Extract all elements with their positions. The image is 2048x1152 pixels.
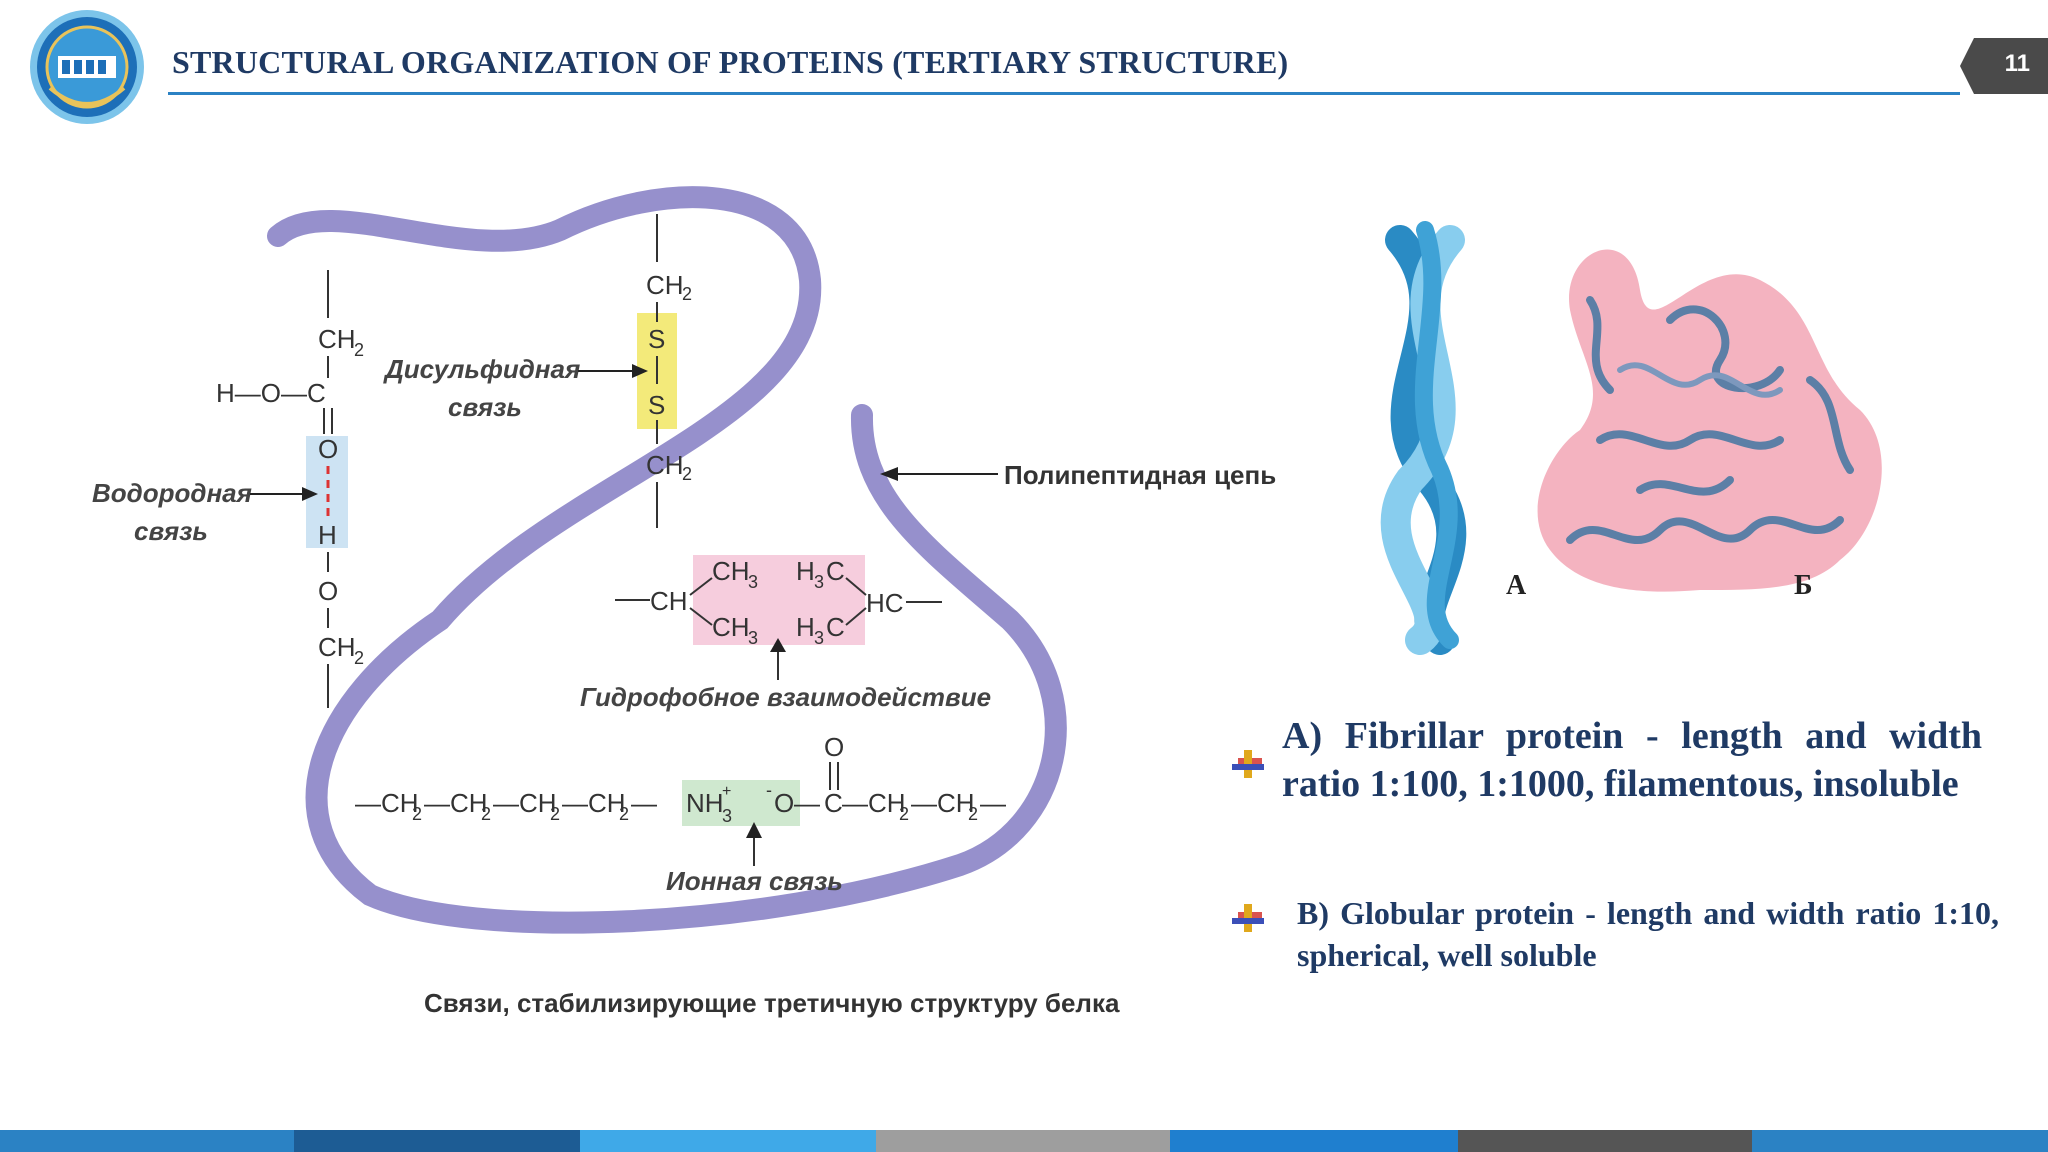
- protein-shapes-illustration: [1340, 210, 1920, 660]
- svg-text:H: H: [796, 556, 815, 586]
- globular-protein-image: [1537, 249, 1882, 592]
- disulfide-column: CH 2 S S CH 2: [646, 214, 692, 528]
- svg-text:—CH: —CH: [424, 788, 488, 818]
- svg-text:C: C: [824, 788, 843, 818]
- svg-text:H: H: [796, 612, 815, 642]
- svg-text:3: 3: [748, 628, 758, 648]
- svg-text:CH: CH: [646, 270, 684, 300]
- fibrillar-description: A) Fibrillar protein - length and width …: [1282, 715, 1982, 805]
- hydrophobic-highlight: [693, 555, 865, 645]
- svg-text:-: -: [766, 780, 772, 800]
- ionic-chain: —CH2 —CH2 —CH2 —CH2 — NH + 3 - O — C O —…: [355, 732, 1006, 866]
- bullet-icon: [1232, 904, 1264, 932]
- hydrogen-label-2: связь: [134, 516, 208, 546]
- ionic-label: Ионная связь: [666, 866, 843, 896]
- svg-text:2: 2: [619, 804, 629, 824]
- ionic-highlight: [682, 780, 800, 826]
- svg-text:S: S: [648, 390, 665, 420]
- svg-text:H: H: [318, 520, 337, 550]
- svg-text:—CH: —CH: [911, 788, 975, 818]
- polypeptide-chain: [267, 186, 1067, 934]
- svg-text:CH: CH: [650, 586, 688, 616]
- globular-description: B) Globular protein - length and width r…: [1297, 895, 1999, 973]
- title-underline: [168, 92, 1960, 95]
- svg-text:NH: NH: [686, 788, 724, 818]
- svg-text:O: O: [318, 576, 338, 606]
- svg-text:CH: CH: [712, 612, 750, 642]
- svg-text:2: 2: [682, 284, 692, 304]
- svg-text:—CH: —CH: [562, 788, 626, 818]
- slide-title: STRUCTURAL ORGANIZATION OF PROTEINS (TER…: [172, 44, 1289, 80]
- svg-text:—: —: [794, 788, 820, 818]
- svg-text:3: 3: [814, 572, 824, 592]
- svg-text:H—O—C: H—O—C: [216, 378, 326, 408]
- footer-color-bar: [0, 1130, 2048, 1152]
- svg-text:CH: CH: [318, 324, 356, 354]
- disulfide-label-2: связь: [448, 392, 522, 422]
- hydrogen-bond-column: CH 2 H—O—C O H O CH 2: [216, 270, 364, 708]
- svg-text:—CH: —CH: [842, 788, 906, 818]
- image-label-a: А: [1506, 570, 1527, 601]
- page-tab-icon: [1960, 38, 2048, 94]
- university-emblem-logo: [30, 10, 144, 124]
- tertiary-structure-diagram: CH 2 H—O—C O H O CH 2 CH 2 S S CH 2 CH C…: [92, 186, 1276, 1018]
- hydrophobic-label: Гидрофобное взаимодействие: [580, 682, 991, 712]
- svg-text:3: 3: [722, 806, 732, 826]
- svg-text:3: 3: [814, 628, 824, 648]
- fibrillar-protein-image: [1380, 221, 1467, 655]
- svg-text:—CH: —CH: [355, 788, 419, 818]
- image-label-b: Б: [1794, 570, 1813, 601]
- disulfide-label: Дисульфидная: [383, 354, 580, 384]
- svg-text:—CH: —CH: [493, 788, 557, 818]
- svg-text:C: C: [826, 612, 845, 642]
- svg-text:2: 2: [354, 340, 364, 360]
- svg-text:S: S: [648, 324, 665, 354]
- hydrophobic-group: CH CH 3 CH 3 H 3 C H 3 C HC: [615, 556, 942, 680]
- svg-text:2: 2: [682, 464, 692, 484]
- svg-text:3: 3: [748, 572, 758, 592]
- svg-text:2: 2: [481, 804, 491, 824]
- svg-text:2: 2: [899, 804, 909, 824]
- svg-text:CH: CH: [318, 632, 356, 662]
- polypeptide-label: Полипептидная цепь: [1004, 460, 1276, 490]
- svg-text:CH: CH: [646, 450, 684, 480]
- hydrogen-label: Водородная: [92, 478, 252, 508]
- svg-text:O: O: [824, 732, 844, 762]
- svg-text:2: 2: [354, 648, 364, 668]
- svg-text:+: +: [722, 783, 731, 800]
- svg-text:2: 2: [412, 804, 422, 824]
- svg-text:HC: HC: [866, 588, 904, 618]
- svg-text:2: 2: [550, 804, 560, 824]
- diagram-caption: Связи, стабилизирующие третичную структу…: [424, 988, 1120, 1018]
- svg-text:O: O: [774, 788, 794, 818]
- svg-text:O: O: [318, 434, 338, 464]
- svg-text:C: C: [826, 556, 845, 586]
- page-number: 11: [2004, 50, 2030, 77]
- svg-text:2: 2: [968, 804, 978, 824]
- svg-text:CH: CH: [712, 556, 750, 586]
- svg-text:—: —: [631, 788, 657, 818]
- svg-text:—: —: [980, 788, 1006, 818]
- bullet-icon: [1232, 750, 1264, 778]
